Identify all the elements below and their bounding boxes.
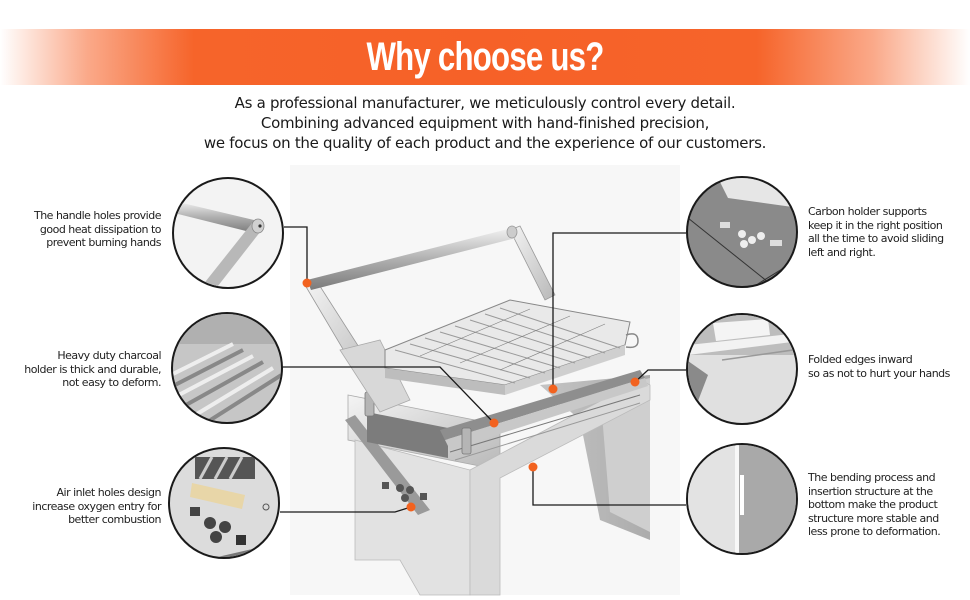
detail-image-air-inlet: [168, 447, 280, 559]
marker-dot-carbon-holder: [548, 384, 558, 394]
marker-dot-folded-edges: [630, 377, 640, 387]
intro-line: Combining advanced equipment with hand-f…: [260, 114, 710, 132]
marker-dot-handle: [302, 278, 312, 288]
intro-paragraph: As a professional manufacturer, we metic…: [0, 93, 970, 153]
detail-image-charcoal-holder: [171, 312, 283, 424]
feature-text-carbon-holder: Carbon holder supports keep it in the ri…: [808, 205, 944, 259]
feature-text-air-inlet: Air inlet holes design increase oxygen e…: [32, 486, 161, 526]
feature-text-charcoal-holder: Heavy duty charcoal holder is thick and …: [24, 349, 161, 389]
feature-text-bending-structure: The bending process and insertion struct…: [808, 471, 941, 538]
feature-text-handle: The handle holes provide good heat dissi…: [33, 209, 162, 249]
intro-line: we focus on the quality of each product …: [203, 134, 767, 152]
page-title: Why choose us?: [366, 35, 605, 79]
marker-dot-air-inlet: [406, 502, 416, 512]
detail-image-handle: [172, 177, 284, 289]
detail-image-bending-structure: [686, 443, 798, 555]
detail-image-folded-edges: [686, 313, 798, 425]
feature-text-folded-edges: Folded edges inward so as not to hurt yo…: [808, 353, 950, 380]
intro-line: As a professional manufacturer, we metic…: [234, 94, 736, 112]
marker-dot-charcoal-holder: [489, 418, 499, 428]
title-banner: Why choose us?: [0, 29, 970, 85]
detail-image-carbon-holder: [686, 176, 798, 288]
marker-dot-bending-structure: [528, 462, 538, 472]
